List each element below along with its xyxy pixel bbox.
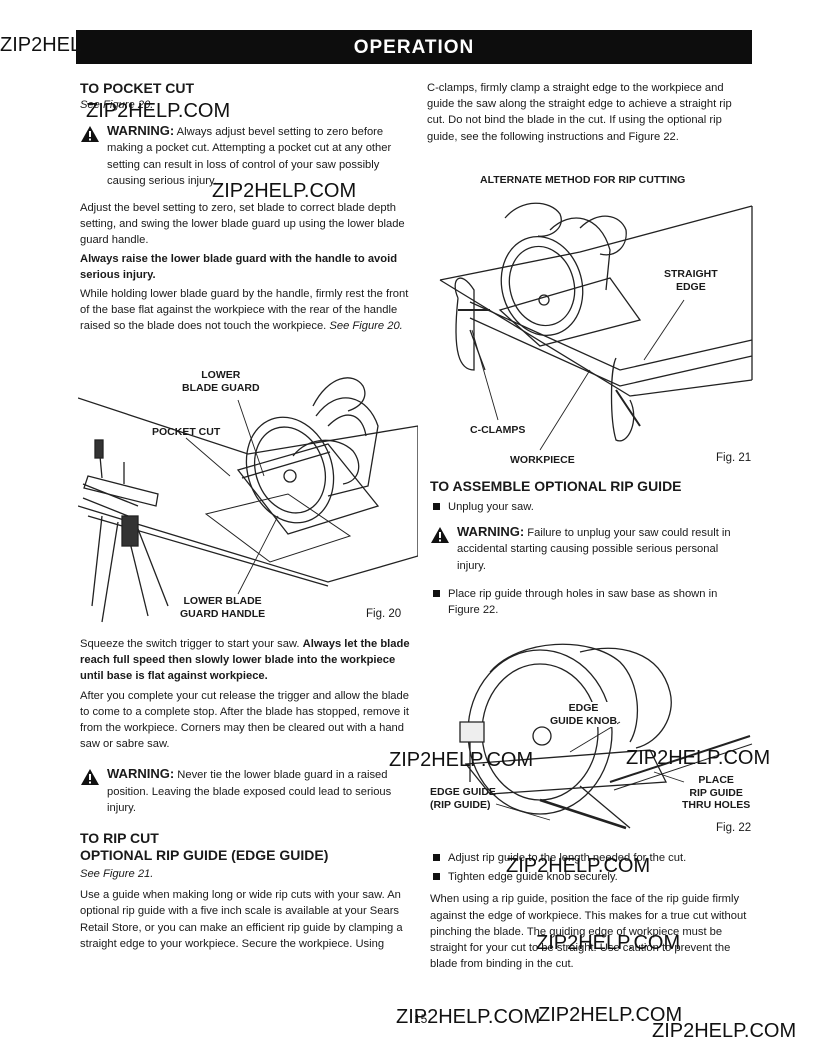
watermark: ZIP2HELP.COM	[86, 100, 231, 122]
bullet-icon	[433, 589, 440, 597]
rip-cut-see: See Figure 21.	[80, 868, 154, 881]
pocket-cut-p4-text: Squeeze the switch trigger to start your…	[80, 638, 300, 650]
warning-label: WARNING:	[457, 524, 525, 540]
label-edge-guide-knob: EDGE GUIDE KNOB	[550, 702, 618, 727]
label-straight-edge: STRAIGHT EDGE	[664, 268, 718, 293]
bullet-tighten: Tighten edge guide knob securely.	[430, 869, 750, 885]
rip-cut-heading: TO RIP CUT	[80, 830, 159, 847]
figure-20: LOWER BLADE GUARD POCKET CUT LOWER BLADE…	[77, 366, 419, 626]
warning-label: WARNING:	[107, 766, 175, 782]
warning-icon	[431, 527, 449, 544]
assemble-heading: TO ASSEMBLE OPTIONAL RIP GUIDE	[430, 478, 682, 494]
label-place-rip-guide: PLACE RIP GUIDE THRU HOLES	[682, 774, 751, 811]
rip-guide-usage: When using a rip guide, position the fac…	[430, 893, 747, 971]
watermark: ZIP2HELP.COM	[389, 749, 534, 771]
pocket-cut-p5: After you complete your cut release the …	[80, 689, 409, 751]
pocket-cut-p4: Squeeze the switch trigger to start your…	[80, 636, 412, 685]
bullet-place-guide: Place rip guide through holes in saw bas…	[430, 586, 750, 618]
figure-22: EDGE GUIDE KNOB EDGE GUIDE (RIP GUIDE) P…	[430, 632, 760, 842]
figure-22-number: Fig. 22	[716, 822, 752, 834]
pocket-cut-warning-2: WARNING: Never tie the lower blade guard…	[80, 766, 412, 816]
warning-text: Always adjust bevel setting to zero befo…	[107, 126, 392, 187]
watermark: ZIP2HELP.COM	[506, 855, 651, 877]
bullet-icon	[433, 503, 440, 510]
bullet-text: Place rip guide through holes in saw bas…	[448, 587, 718, 617]
left-column: TO POCKET CUT See Figure 20. WARNING: Al…	[80, 80, 412, 335]
assemble-warning: WARNING: Failure to unplug your saw coul…	[430, 524, 750, 574]
pocket-cut-p3: While holding lower blade guard by the h…	[80, 286, 412, 335]
warning-text: Failure to unplug your saw could result …	[457, 527, 731, 572]
figure-21-illustration	[439, 202, 753, 451]
watermark: ZIP2HELP.COM	[212, 180, 357, 202]
label-lower-blade-guard-handle: LOWER BLADE GUARD HANDLE	[180, 595, 266, 620]
watermark: ZIP2HELP.COM	[536, 932, 681, 954]
figure-22-illustration	[459, 643, 753, 830]
warning-icon	[81, 126, 99, 143]
label-c-clamps: C-CLAMPS	[470, 424, 526, 436]
rip-cut-p1: Use a guide when making long or wide rip…	[80, 889, 403, 950]
warning-label: WARNING:	[107, 123, 175, 139]
bullet-adjust: Adjust rip guide to the length needed fo…	[430, 850, 750, 866]
warning-icon	[81, 769, 99, 786]
rip-guide-heading: OPTIONAL RIP GUIDE (EDGE GUIDE)	[80, 847, 329, 864]
right-column-middle: TO ASSEMBLE OPTIONAL RIP GUIDE Unplug yo…	[430, 478, 750, 618]
bullet-icon	[433, 854, 440, 861]
pocket-cut-warning: WARNING: Always adjust bevel setting to …	[80, 123, 412, 189]
pocket-cut-p3-see: See Figure 20.	[329, 320, 403, 333]
pocket-cut-p1: Adjust the bevel setting to zero, set bl…	[80, 202, 405, 247]
pocket-cut-see: See Figure 20.	[80, 99, 154, 111]
right-column-top: C-clamps, firmly clamp a straight edge t…	[427, 80, 747, 145]
figure-20-number: Fig. 20	[366, 608, 402, 620]
pocket-cut-p4-bold: Always let the blade reach full speed th…	[80, 638, 410, 683]
section-banner: OPERATION	[76, 30, 752, 64]
label-workpiece: WORKPIECE	[510, 454, 575, 466]
bullet-icon	[433, 873, 440, 881]
label-pocket-cut: POCKET CUT	[152, 426, 221, 438]
figure-21-number: Fig. 21	[716, 452, 752, 464]
watermark: ZIP2HELP.COM	[538, 1004, 683, 1026]
bullet-unplug: Unplug your saw.	[430, 499, 750, 515]
pocket-cut-p2: Always raise the lower blade guard with …	[80, 252, 398, 281]
rip-cut-p1-continued: C-clamps, firmly clamp a straight edge t…	[427, 82, 732, 143]
figure-21: ALTERNATE METHOD FOR RIP CUTTING	[430, 170, 760, 470]
figure-20-illustration	[77, 377, 419, 623]
label-edge-guide: EDGE GUIDE (RIP GUIDE)	[430, 786, 496, 811]
watermark: ZIP2HELP.COM	[396, 1006, 541, 1028]
watermark: ZIP2HELP.COM	[626, 747, 771, 769]
left-column-lower: Squeeze the switch trigger to start your…	[80, 636, 412, 952]
right-column-bottom: Adjust rip guide to the length needed fo…	[430, 850, 750, 972]
warning-text: Never tie the lower blade guard in a rai…	[107, 769, 392, 814]
label-lower-blade-guard: LOWER BLADE GUARD	[182, 369, 260, 394]
watermark-left: ZIP2HEL	[0, 34, 82, 56]
watermark: ZIP2HELP.COM	[652, 1020, 797, 1042]
pocket-cut-heading: TO POCKET CUT	[80, 80, 195, 96]
bullet-text: Unplug your saw.	[448, 501, 534, 513]
bullet-text: Adjust rip guide to the length needed fo…	[448, 852, 687, 864]
page-number: 15	[414, 1012, 428, 1026]
figure-21-title: ALTERNATE METHOD FOR RIP CUTTING	[480, 174, 686, 186]
bullet-text: Tighten edge guide knob securely.	[448, 871, 618, 884]
pocket-cut-p3-text: While holding lower blade guard by the h…	[80, 288, 409, 333]
